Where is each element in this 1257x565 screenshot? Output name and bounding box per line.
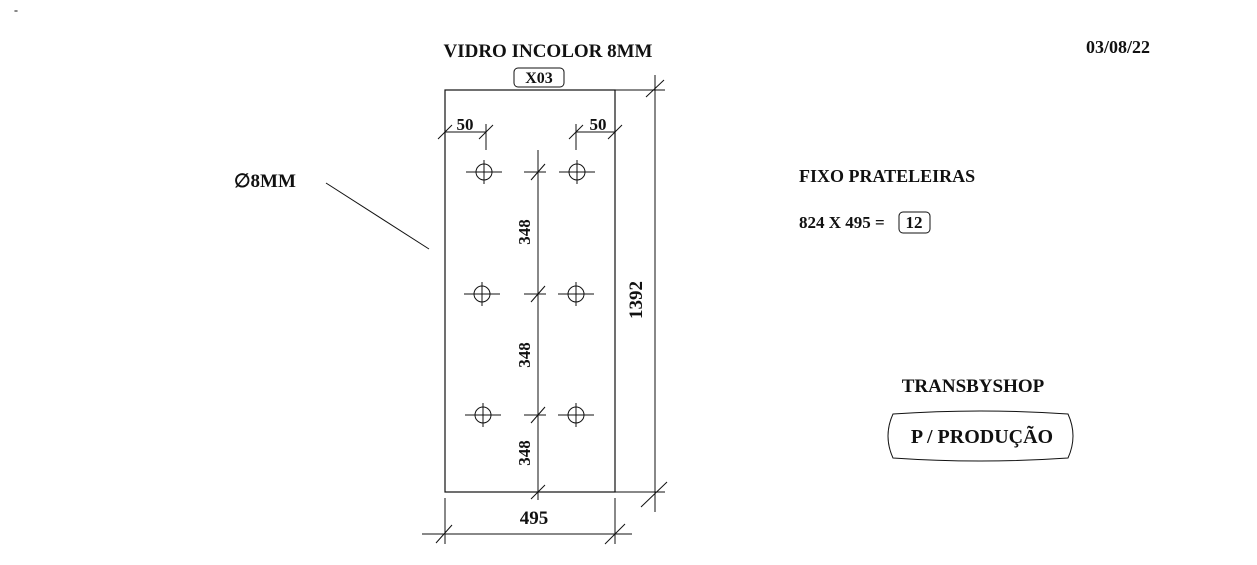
hole-diameter-label: ∅8MM	[234, 171, 296, 192]
quantity-tag-frame	[513, 67, 565, 88]
piece-heading: FIXO PRATELEIRAS	[799, 166, 975, 186]
hole-left-2	[464, 282, 500, 306]
spacing-1: 348	[515, 219, 534, 245]
production-stamp-frame	[887, 410, 1074, 462]
piece-count: 12	[906, 213, 923, 232]
spacing-dimension-line	[524, 150, 546, 500]
edge-offset-left: 50	[457, 115, 474, 134]
quantity-tag: X03	[525, 70, 553, 87]
edge-offset-left-dimension	[437, 124, 494, 150]
glass-title: VIDRO INCOLOR 8MM	[444, 41, 653, 62]
hole-right-3	[558, 403, 594, 427]
height-dimension-line	[615, 75, 668, 512]
spacing-2: 348	[515, 342, 534, 368]
width-dimension-line	[422, 498, 632, 545]
edge-offset-right-dimension	[568, 124, 623, 150]
piece-count-frame	[898, 211, 931, 234]
hole-callout-leader	[325, 182, 430, 250]
overall-width: 495	[520, 508, 549, 529]
hole-right-1	[559, 160, 595, 184]
hole-right-2	[558, 282, 594, 306]
company-name: TRANSBYSHOP	[902, 376, 1045, 397]
hole-left-3	[465, 403, 501, 427]
production-stamp: P / PRODUÇÃO	[911, 425, 1053, 448]
overall-height: 1392	[626, 281, 647, 319]
piece-dimensions: 824 X 495 =	[799, 213, 885, 232]
hole-left-1	[466, 160, 502, 184]
edge-offset-right: 50	[590, 115, 607, 134]
corner-mark: -	[14, 3, 18, 17]
spacing-3: 348	[515, 440, 534, 466]
glass-panel	[444, 89, 616, 493]
date-label: 03/08/22	[1086, 37, 1150, 57]
